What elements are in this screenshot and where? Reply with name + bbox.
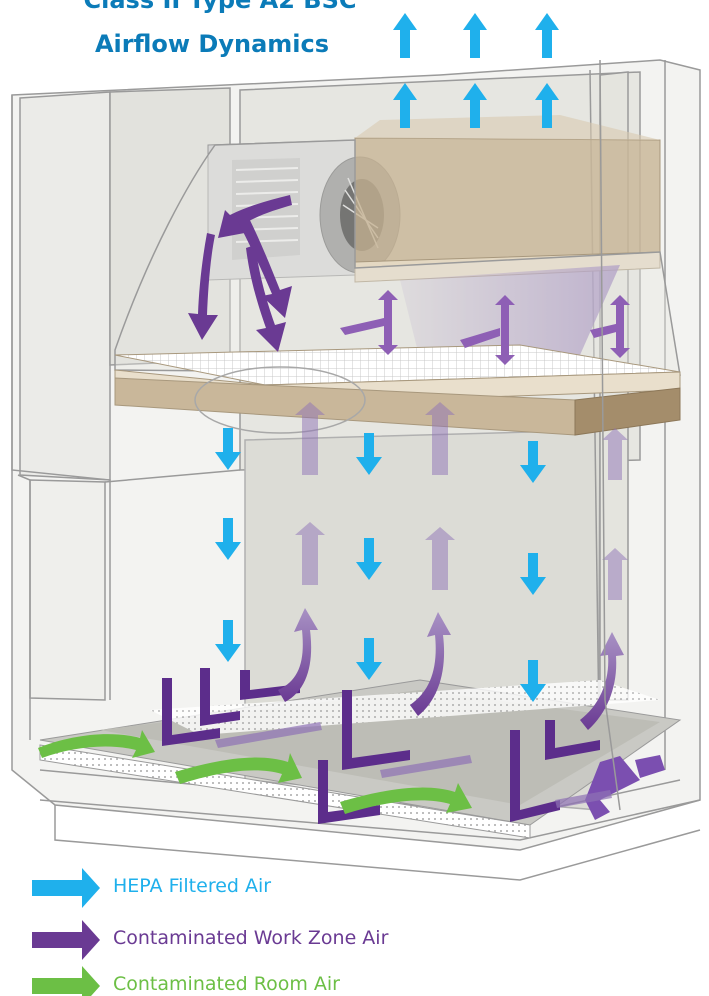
downflow-blue-arrows (215, 428, 546, 702)
back-updraft-arrows (278, 608, 624, 730)
legend-blue-arrow-icon (32, 868, 100, 908)
plenum-dome (114, 139, 681, 376)
legend-green-arrow-icon (32, 966, 100, 996)
diagram-subtitle: Airflow Dynamics (94, 30, 330, 58)
diagram-title: Class II Type A2 BSC (83, 0, 357, 14)
sash-frame (11, 59, 621, 811)
plenum-purple-arrows (188, 195, 292, 352)
work-zone-updraft (295, 402, 628, 600)
filter-split-arrows (340, 290, 630, 365)
supply-hepa-filter (114, 344, 681, 436)
plenum-airflow (400, 265, 620, 360)
legend-label-room-air: Contaminated Room Air (113, 973, 340, 995)
room-air-green-arrows (38, 730, 472, 814)
legend-label-hepa: HEPA Filtered Air (113, 875, 272, 897)
legend-label-work-zone: Contaminated Work Zone Air (113, 927, 389, 949)
floor-flow-streaks (215, 722, 612, 808)
legend-purple-arrow-icon (32, 920, 100, 960)
exhaust-blue-arrows (393, 13, 559, 128)
